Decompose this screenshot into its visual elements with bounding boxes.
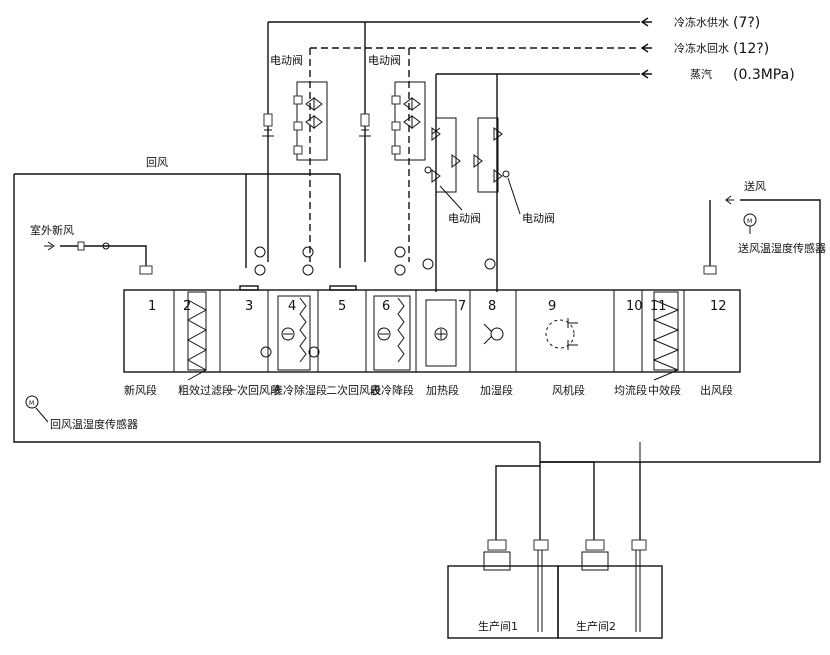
section-number-6: 6 [382,299,390,314]
supply-sensor-label: 送风温湿度传感器 [738,241,826,255]
rooms: 生产间1 生产间2 [447,565,663,639]
section-number-3: 3 [245,299,253,314]
instruments [254,246,496,358]
room-1-label: 生产间1 [478,619,518,633]
supply-sensor-m: M [747,218,752,225]
section-name-3: 一次回风段 [226,383,281,397]
chilled-return-pipe [309,47,640,262]
supply-air-label: 送风 [744,179,766,193]
section-number-9: 9 [548,299,556,314]
pipe-legend: 冷冻水供水 (7?) 冷冻水回水 (12?) 蒸汽 (0.3MPa) [640,15,795,83]
steam-valve-assembly-1 [424,117,461,193]
chilled-supply-pipe [267,21,640,262]
ahu-sections: 1 新风段 2 粗效过滤段 3 一次回风段 4 表冷除湿段 5 二次回风段 6 表冷降段 7 加热段 8 加湿… [124,299,733,397]
section-number-10: 10 [626,299,643,314]
chilled-valve-assembly-1 [262,81,328,161]
section-number-7: 7 [458,299,466,314]
motor-valve-label-1: 电动阀 [270,53,303,67]
ahu-body [123,285,741,381]
room-ducts [483,442,647,632]
section-name-11: 中效段 [648,383,681,397]
section-name-4: 表冷除湿段 [272,383,327,397]
section-number-1: 1 [148,299,156,314]
motor-valve-label-2: 电动阀 [368,53,401,67]
chilled-supply-label: 冷冻水供水 [674,15,729,29]
return-sensor-label: 回风温湿度传感器 [50,417,138,431]
chilled-supply-spec: (7?) [733,15,760,31]
section-name-7: 加热段 [426,383,459,397]
section-name-8: 加湿段 [480,383,513,397]
motor-valve-label-3: 电动阀 [448,211,481,225]
section-number-5: 5 [338,299,346,314]
section-name-5: 二次回风段 [326,383,381,397]
section-name-10: 均流段 [614,383,647,397]
section-number-2: 2 [183,299,191,314]
outdoor-air-label: 室外新风 [30,223,74,237]
section-number-8: 8 [488,299,496,314]
section-number-4: 4 [288,299,296,314]
room-2-label: 生产间2 [576,619,616,633]
steam-pipe [435,73,640,292]
section-name-2: 粗效过滤段 [178,383,233,397]
section-name-6: 表冷降段 [370,383,414,397]
motor-valve-label-4: 电动阀 [522,211,555,225]
section-name-9: 风机段 [552,383,585,397]
section-number-11: 11 [650,299,667,314]
section-name-12: 出风段 [700,383,733,397]
section-name-1: 新风段 [124,383,157,397]
chilled-return-label: 冷冻水回水 [674,41,729,55]
chilled-return-spec: (12?) [733,41,769,57]
return-air-label: 回风 [146,156,168,169]
return-sensor-m: M [29,400,34,407]
chilled-valve-assembly-2 [359,81,426,161]
steam-valve-assembly-2 [473,117,510,193]
section-number-12: 12 [710,299,727,314]
steam-label: 蒸汽 [690,67,712,81]
steam-spec: (0.3MPa) [733,67,795,83]
